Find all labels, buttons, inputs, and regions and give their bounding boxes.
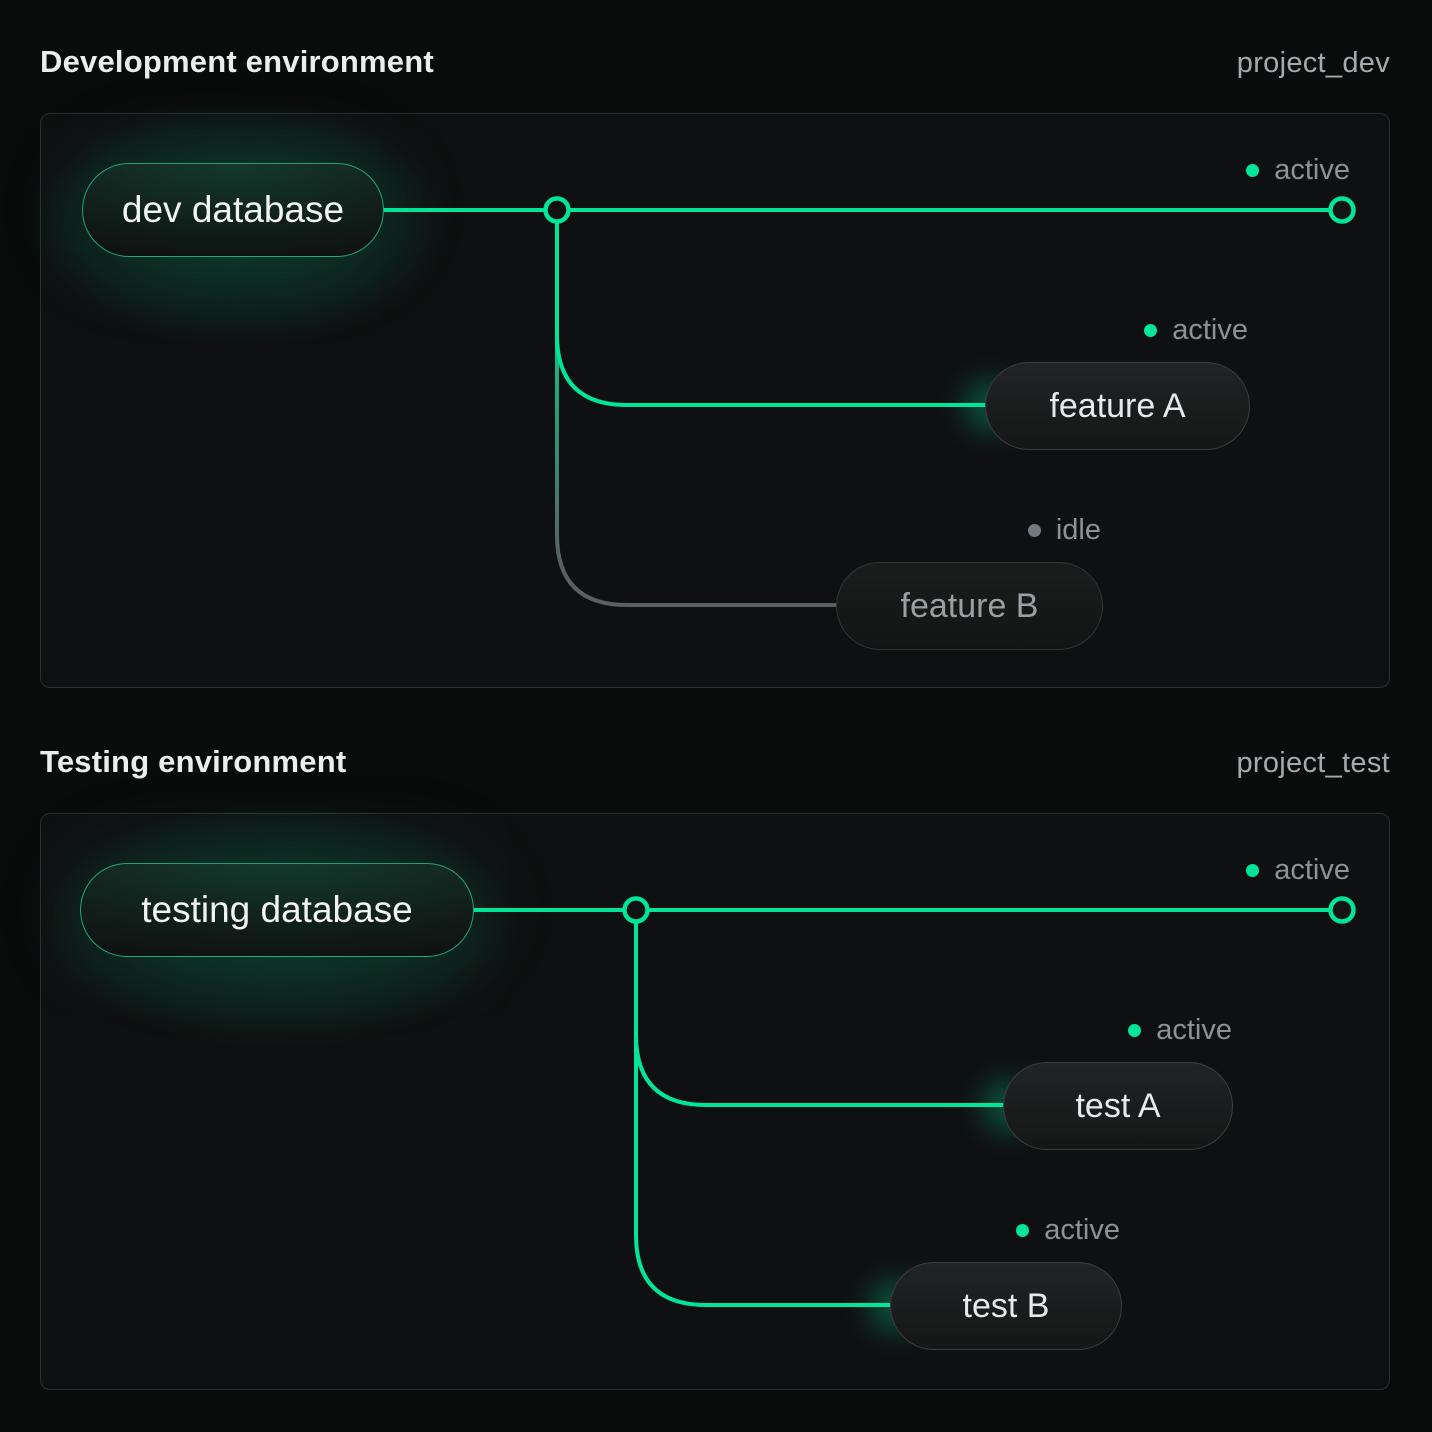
status-text: active	[1044, 1213, 1120, 1246]
status-text: active	[1156, 1013, 1232, 1046]
node-label: test A	[1075, 1086, 1161, 1125]
node-label: test B	[962, 1286, 1050, 1325]
section-title-test: Testing environment	[40, 744, 347, 779]
status-test-main: active	[1246, 852, 1350, 888]
status-dot-icon	[1016, 1223, 1030, 1237]
status-dot-icon	[1128, 1023, 1142, 1037]
node-label: dev database	[121, 189, 345, 230]
project-label-dev: project_dev	[1236, 47, 1390, 79]
test-section-header: Testing environment project_test	[40, 744, 1390, 780]
status-dot-icon	[1144, 323, 1158, 337]
node-test-a[interactable]: test A	[1003, 1062, 1233, 1150]
status-test-a: active	[1128, 1012, 1232, 1048]
status-dot-icon	[1246, 863, 1260, 877]
node-testing-database[interactable]: testing database	[80, 863, 474, 957]
node-feature-b[interactable]: feature B	[836, 562, 1103, 650]
node-feature-a[interactable]: feature A	[985, 362, 1250, 450]
dev-section-header: Development environment project_dev	[40, 44, 1390, 80]
section-title-dev: Development environment	[40, 44, 434, 79]
status-feature-a: active	[1144, 312, 1248, 348]
status-text: idle	[1055, 513, 1101, 546]
status-dot-icon	[1246, 163, 1260, 177]
status-text: active	[1274, 853, 1350, 886]
status-dev-main: active	[1246, 152, 1350, 188]
status-dot-icon	[1027, 523, 1041, 537]
status-text: active	[1172, 313, 1248, 346]
status-test-b: active	[1016, 1212, 1120, 1248]
status-text: active	[1274, 153, 1350, 186]
node-label: feature B	[900, 586, 1039, 625]
node-label: feature A	[1049, 386, 1186, 425]
node-test-b[interactable]: test B	[890, 1262, 1122, 1350]
project-label-test: project_test	[1236, 747, 1390, 779]
status-feature-b: idle	[1027, 512, 1101, 548]
node-label: testing database	[141, 889, 413, 930]
node-dev-database[interactable]: dev database	[82, 163, 384, 257]
